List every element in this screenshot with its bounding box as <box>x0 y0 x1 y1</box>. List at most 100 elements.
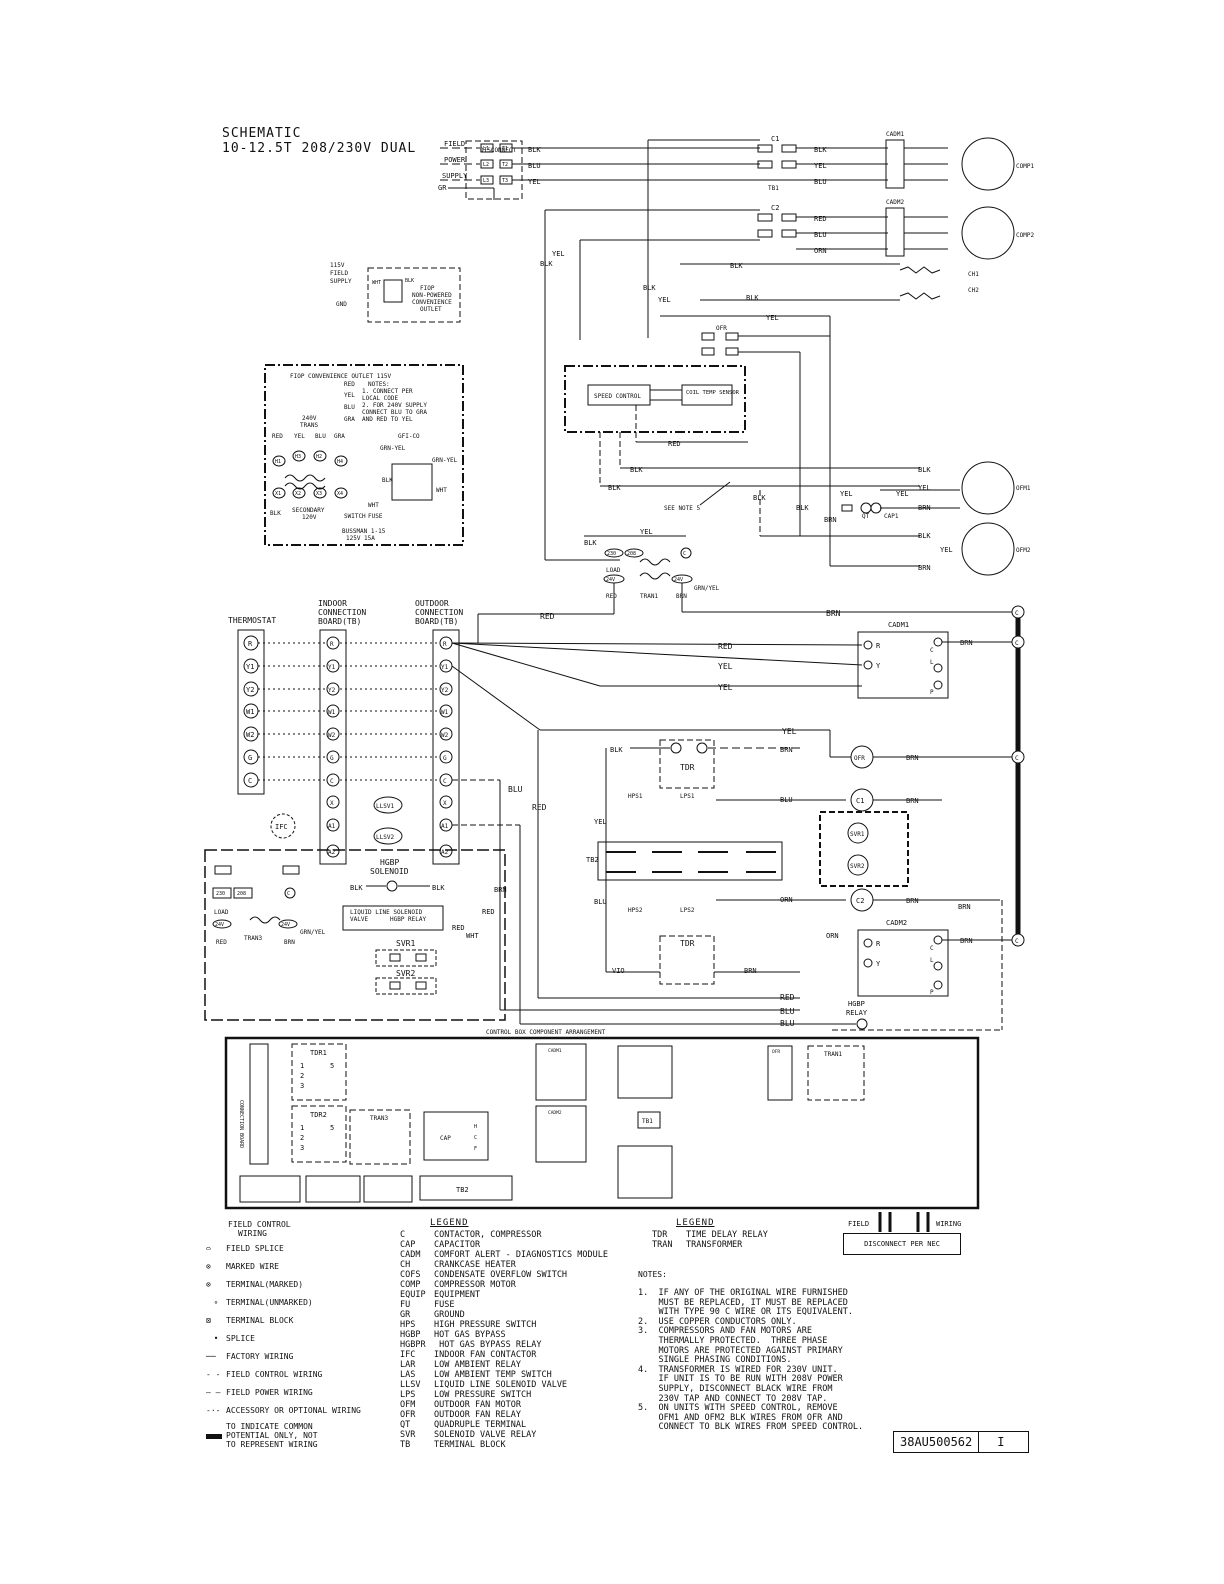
svg-text:TRAN1: TRAN1 <box>824 1051 842 1058</box>
legend-desc: LOW PRESSURE SWITCH <box>434 1390 532 1400</box>
svg-text:CADM2: CADM2 <box>886 919 907 927</box>
convenience-outlet-section: 115V FIELD SUPPLY GND WHT BLK FIOP NON-P… <box>264 262 464 546</box>
svg-text:GND: GND <box>336 301 347 308</box>
svg-text:L: L <box>930 659 934 666</box>
svg-text:IFC: IFC <box>275 823 288 831</box>
tran3-svr-section: LIQUID LINE SOLENOID VALVE HGBP RELAY 23… <box>204 849 506 1021</box>
legend-abbr: GR <box>400 1310 411 1320</box>
svg-text:RED: RED <box>780 993 795 1002</box>
svg-text:1. CONNECT PER: 1. CONNECT PER <box>362 388 413 395</box>
svg-text:RED: RED <box>718 642 733 651</box>
notes-lines: 1. IF ANY OF THE ORIGINAL WIRE FURNISHED… <box>638 1288 888 1433</box>
svg-text:GRN/YEL: GRN/YEL <box>694 585 720 592</box>
svg-text:BRN: BRN <box>826 609 841 618</box>
legend-desc: OUTDOOR FAN RELAY <box>434 1410 521 1420</box>
note-line: 230V TAP AND CONNECT TO 208V TAP. <box>638 1393 828 1404</box>
svg-text:BLK: BLK <box>350 884 363 892</box>
svg-text:SUPPLY: SUPPLY <box>442 172 468 180</box>
svg-text:X: X <box>330 800 334 807</box>
svg-text:BLU: BLU <box>594 898 607 906</box>
svg-text:SECONDARY: SECONDARY <box>292 507 325 514</box>
svg-text:OFR: OFR <box>716 325 727 332</box>
svg-text:LOAD: LOAD <box>214 909 229 916</box>
svg-text:OFR: OFR <box>854 755 865 762</box>
svg-text:LLSV1: LLSV1 <box>376 803 394 810</box>
svg-text:INDOOR: INDOOR <box>318 599 347 608</box>
svg-text:115V: 115V <box>330 262 345 269</box>
svg-text:LOCAL CODE: LOCAL CODE <box>362 395 399 402</box>
indoor-board-terminals: R Y1 Y2 W1 W2 G C X A1 A2 <box>326 636 340 858</box>
svg-text:X4: X4 <box>337 491 343 497</box>
svg-text:Y2: Y2 <box>246 686 254 694</box>
svg-text:YEL: YEL <box>344 392 355 399</box>
svg-text:SVR2: SVR2 <box>396 969 415 978</box>
legend-row: LAR LOW AMBIENT RELAY <box>400 1360 630 1370</box>
svg-text:CONNECTION: CONNECTION <box>415 608 463 617</box>
svg-text:BLK: BLK <box>753 494 766 502</box>
svg-text:COIL TEMP SENSOR: COIL TEMP SENSOR <box>686 390 740 396</box>
svg-text:230: 230 <box>216 891 225 897</box>
svg-text:CADM2: CADM2 <box>886 199 904 206</box>
svg-text:24V: 24V <box>606 577 615 583</box>
legend-abbr: IFC <box>400 1350 416 1360</box>
svg-text:BLU: BLU <box>315 433 326 440</box>
svg-text:WHT: WHT <box>368 502 379 509</box>
svg-text:POWER: POWER <box>444 156 466 164</box>
svg-text:TDR1: TDR1 <box>310 1049 327 1057</box>
note-line: MOTORS ARE PROTECTED AGAINST PRIMARY <box>638 1345 843 1356</box>
svg-text:YEL: YEL <box>294 433 305 440</box>
svg-text:CONNECTION: CONNECTION <box>318 608 366 617</box>
field-label: FIELD <box>848 1220 870 1228</box>
svg-text:C2: C2 <box>771 204 779 212</box>
legend-abbr: TDR <box>652 1230 668 1240</box>
svg-text:BLK: BLK <box>630 466 643 474</box>
svg-text:BLU: BLU <box>508 785 523 794</box>
legend-desc: LOW AMBIENT TEMP SWITCH <box>434 1370 552 1380</box>
svg-text:L: L <box>930 957 934 964</box>
svg-text:C: C <box>683 551 686 557</box>
svg-text:2. FOR 240V SUPPLY: 2. FOR 240V SUPPLY <box>362 402 427 409</box>
svg-text:SUPPLY: SUPPLY <box>330 278 352 285</box>
symbols-heading-2: WIRING <box>238 1229 267 1238</box>
svg-text:NON-POWERED: NON-POWERED <box>412 292 452 299</box>
legend-abbr: TB <box>400 1440 411 1450</box>
terminal-block-icon: ⊠ <box>206 1316 211 1325</box>
svg-text:R: R <box>443 641 447 648</box>
svg-text:OFR: OFR <box>772 1049 780 1055</box>
note-line: 5. ON UNITS WITH SPEED CONTROL, REMOVE <box>638 1403 838 1414</box>
svg-text:C: C <box>1015 938 1019 945</box>
svg-text:SOLENOID: SOLENOID <box>370 867 409 876</box>
legend-desc: LOW AMBIENT RELAY <box>434 1360 521 1370</box>
svg-text:C: C <box>474 1135 477 1141</box>
legend-abbr: SVR <box>400 1430 416 1440</box>
svg-text:L1: L1 <box>483 146 489 152</box>
note-line: SINGLE PHASING CONDITIONS. <box>638 1355 792 1366</box>
coils-cadm-section: OFR BRN C1 BRN SVR1 SVR2 C2 BRN BRN ORN … <box>800 605 1025 1031</box>
svg-text:BLK: BLK <box>540 260 553 268</box>
svg-text:WHT: WHT <box>466 932 479 940</box>
svg-text:BUSSMAN 1-15: BUSSMAN 1-15 <box>342 528 386 535</box>
field-power-wiring-icon: — — <box>206 1388 221 1397</box>
legend-row: HGBPR HOT GAS BYPASS RELAY <box>400 1340 630 1350</box>
svg-text:ORN: ORN <box>814 247 827 255</box>
svg-text:SEE NOTE 5: SEE NOTE 5 <box>664 505 701 512</box>
legend-abbr: LAR <box>400 1360 416 1370</box>
svg-text:YEL: YEL <box>896 490 909 498</box>
svg-text:TRAN3: TRAN3 <box>244 935 262 942</box>
svg-text:BRN: BRN <box>918 504 931 512</box>
svg-text:GFI-CO: GFI-CO <box>398 433 420 440</box>
svg-text:YEL: YEL <box>782 727 797 736</box>
svg-text:BRN: BRN <box>918 564 931 572</box>
symbols-legend: FIELD CONTROL WIRING ⌓FIELD SPLICE ⊗MARK… <box>206 1220 396 1449</box>
svg-text:F: F <box>474 1146 477 1152</box>
legend-abbr: CAP <box>400 1240 416 1250</box>
svg-text:LOAD: LOAD <box>606 567 621 574</box>
svg-text:BRN: BRN <box>906 797 919 805</box>
